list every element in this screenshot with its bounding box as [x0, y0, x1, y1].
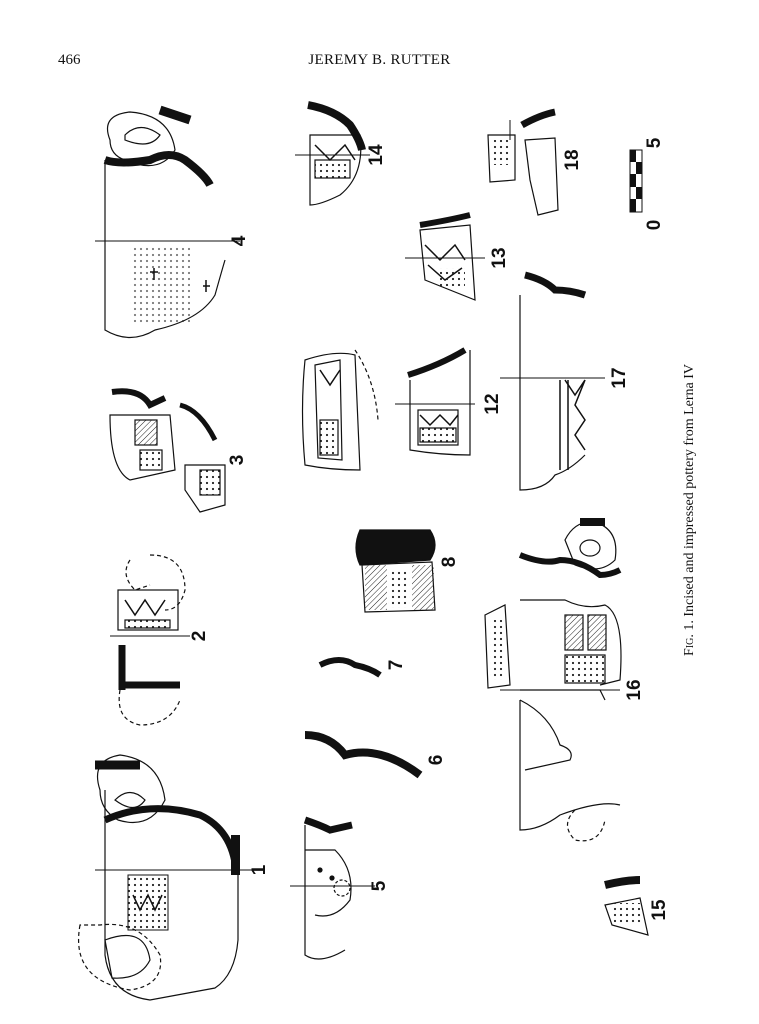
figure-label-13: 13 [489, 247, 510, 268]
figure-label-5: 5 [369, 880, 390, 891]
sherd-5-drawing [290, 816, 375, 960]
sherd-4-drawing [95, 105, 240, 339]
scale-bar: 0 5 [629, 137, 665, 231]
figure-label-1: 1 [249, 864, 270, 875]
figure-label-17: 17 [609, 367, 630, 388]
figure-label-18: 18 [562, 149, 583, 170]
sherd-12-drawing [301, 347, 475, 471]
sherd-1-drawing [78, 754, 255, 1001]
figure-label-6: 6 [426, 755, 447, 766]
figure-label-15: 15 [649, 899, 670, 921]
sherd-2-drawing [110, 554, 190, 726]
figure-label-14: 14 [366, 144, 387, 166]
page-number: 466 [58, 52, 81, 68]
sherd-14-drawing [295, 101, 370, 206]
sherd-8-drawing [355, 529, 436, 613]
sherd-16-drawing [484, 518, 622, 842]
sherd-18-drawing [487, 108, 559, 216]
figure-label-2: 2 [189, 631, 210, 642]
figure-label-7: 7 [386, 660, 407, 671]
figure-label-8: 8 [439, 557, 460, 568]
figure-label-3: 3 [227, 455, 248, 466]
running-head: JEREMY B. RUTTER [308, 52, 451, 68]
figure-label-16: 16 [624, 679, 645, 700]
scale-label-min: 0 [644, 220, 665, 231]
sherd-15-drawing [604, 876, 649, 936]
sherd-17-drawing [500, 271, 605, 491]
sherd-13-drawing [405, 212, 485, 301]
sherd-7-drawing [318, 657, 382, 678]
sherd-6-drawing [304, 731, 423, 779]
scale-label-max: 5 [644, 137, 665, 148]
figure-caption-lead: Fig. 1. [682, 620, 697, 657]
figure-caption-text: Incised and impressed pottery from Lerna… [682, 363, 697, 621]
figure-label-12: 12 [482, 393, 503, 414]
figure-caption: Fig. 1. Incised and impressed pottery fr… [682, 364, 698, 656]
sherd-3-drawing [109, 388, 226, 513]
figure-label-4: 4 [229, 235, 250, 246]
